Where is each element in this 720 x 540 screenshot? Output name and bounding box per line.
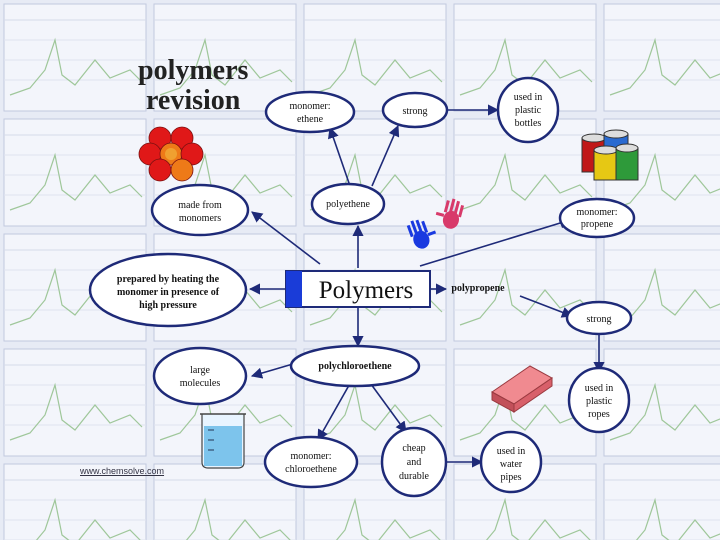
label-bottles-2: plastic [515,105,542,116]
arrow-polypropene-to-strong [519,295,574,318]
title-line-1: polymers [138,55,249,86]
bubble-monomer-ethene [264,90,356,134]
page-title: polymers revision [138,56,248,116]
label-ropes-1: used in [585,383,614,394]
arrow-polymers-to-made-from [251,211,321,265]
arrow-polychloroethene-to-cheap [367,379,407,433]
label-polychloroethene: polychloroethene [318,361,392,372]
beaker-icon [200,413,246,469]
central-title: Polymers [319,277,413,304]
bubble-made-from [150,183,250,237]
label-strong-top: strong [403,106,428,117]
label-pipes-2: water [500,459,523,470]
bubble-polyethene [310,182,386,226]
label-bottles-1: used in [514,92,543,103]
label-strong-right: strong [587,314,612,325]
arrow-polyethene-to-strong [371,124,400,187]
arrow-polychloroethene-to-chloroethene [317,379,353,441]
label-large-2: molecules [180,378,221,389]
bubble-polychloroethene [289,344,421,388]
bubble-pipes [479,430,543,494]
label-pipes-1: used in [497,446,526,457]
concept-bubbles [88,76,636,498]
label-made-from-2: monomers [179,213,221,224]
central-box: Polymers [285,270,431,308]
bubble-monomer-propene [558,197,636,239]
eraser-icon [491,365,553,413]
bubble-cheap [380,426,448,498]
bubble-strong-top [381,91,449,129]
bubble-ropes [567,366,631,434]
credit-link[interactable]: www.chemsolve.com [80,466,165,476]
label-prepared-3: high pressure [139,300,197,311]
bubble-large [152,346,248,406]
label-cheap-3: durable [399,471,430,482]
label-pipes-3: pipes [500,472,521,483]
label-monomer-propene-2: propene [581,219,614,230]
arrow-polyethene-to-monomer [327,126,351,187]
bubble-prepared [88,252,248,328]
arrow-polymers-to-propene [419,217,572,267]
label-prepared-1: prepared by heating the [117,274,220,285]
label-cheap-2: and [407,457,421,468]
bubble-bottles [496,76,560,144]
bubble-chloroethene [263,435,359,489]
label-chloro-2: chloroethene [285,464,337,475]
label-monomer-ethene-1: monomer: [289,101,330,112]
bubble-strong-right [565,300,633,336]
label-prepared-2: monomer in presence of [117,287,220,298]
label-ropes-3: ropes [588,409,610,420]
label-ropes-2: plastic [586,396,613,407]
label-polyethene: polyethene [326,199,370,210]
connector-arrows [248,104,605,468]
label-cheap-1: cheap [402,443,425,454]
beads-molecule-icon [138,126,204,182]
title-line-2: revision [146,85,241,116]
label-monomer-ethene-2: ethene [297,114,324,125]
label-chloro-1: monomer: [290,451,331,462]
label-monomer-propene-1: monomer: [576,207,617,218]
label-large-1: large [190,365,210,376]
paint-cans-icon [581,129,639,181]
label-polypropene: polypropene [451,283,505,294]
label-made-from-1: made from [178,200,222,211]
label-bottles-3: bottles [515,118,542,129]
hand-prints-icon [406,198,465,249]
